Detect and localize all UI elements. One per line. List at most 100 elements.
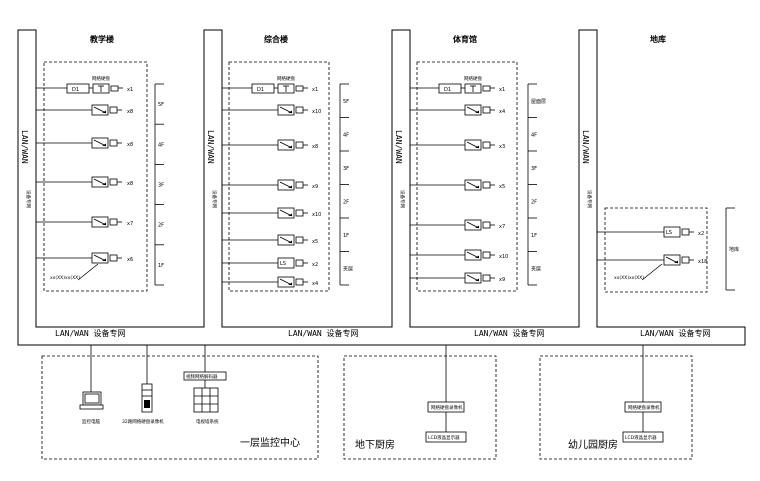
floor-label: 2F xyxy=(158,223,164,229)
camera-row: LS x2 xyxy=(597,226,704,238)
camera-tag: LS xyxy=(666,230,672,236)
floor-enclosure xyxy=(43,61,148,292)
floor-label: 3F xyxy=(531,166,537,172)
camera-icon xyxy=(277,139,308,151)
camera-top xyxy=(92,83,123,94)
camera-row: x5 xyxy=(410,179,505,191)
camera-count: x9 xyxy=(312,184,318,190)
lan-wan-frame xyxy=(17,29,746,346)
floor-label: 1F xyxy=(343,233,349,239)
camera-row: x8 xyxy=(222,139,318,151)
disk-label: 网络硬盘 xyxy=(277,75,295,82)
camera-icon xyxy=(464,179,495,191)
camera-count: x2 xyxy=(698,231,704,237)
camera-count: x7 xyxy=(127,221,133,227)
camera-icon xyxy=(91,252,122,264)
lan-label: LAN/WAN xyxy=(206,130,215,164)
floor-label: 4F xyxy=(531,132,537,138)
disk-label: 网络硬盘 xyxy=(464,75,482,82)
camera-count: x1 xyxy=(499,87,505,93)
disk-tag: D1 xyxy=(72,87,79,93)
lan-label: LAN/WAN xyxy=(581,130,590,164)
backbone-label-3: LAN/WAN 设备专网 xyxy=(474,328,545,338)
camera-row: x5 xyxy=(222,234,318,246)
lan-sub-label: 设备专网 xyxy=(211,190,218,208)
recorder-label: 网络硬盘录像机 xyxy=(628,404,660,411)
camera-row: x9 xyxy=(410,272,505,284)
camera-icon xyxy=(464,272,495,284)
camera-count: x18 xyxy=(698,259,707,265)
room-name: 一层监控中心 xyxy=(240,436,300,449)
floor-label: 3F xyxy=(343,166,349,172)
room-enclosure xyxy=(539,355,693,460)
camera-icon xyxy=(464,249,495,261)
building-title: 教学楼 xyxy=(89,34,114,44)
recorder-icon xyxy=(141,383,153,413)
camera-row: x8 xyxy=(36,137,133,149)
camera-icon xyxy=(464,219,495,231)
disk-d1 xyxy=(438,83,462,94)
backbone-label-4: LAN/WAN 设备专网 xyxy=(640,328,711,338)
floor-label: 地库 xyxy=(729,246,739,253)
lan-sub-label: 设备专网 xyxy=(399,190,406,208)
bottom-label: xx(XX)xx(XX) xyxy=(614,275,644,281)
camera-row: x4 xyxy=(410,104,505,116)
camera-top xyxy=(277,83,308,94)
equipment-label-pc: 监控电脑 xyxy=(82,418,100,425)
equipment-label-wall: 电视墙系统 xyxy=(196,418,219,425)
camera-icon xyxy=(277,179,308,191)
camera-count: x8 xyxy=(312,144,318,150)
camera-count: x10 xyxy=(499,254,508,260)
disk-tag: D1 xyxy=(444,87,451,93)
disk-d1 xyxy=(66,83,90,94)
camera-count: x1 xyxy=(127,87,133,93)
building-garage: 地库 LAN/WAN 设备专网 LS x2 x18 地库 xx(XX)xx(XX) xyxy=(581,34,739,293)
backbone: LAN/WAN 设备专网 LAN/WAN 设备专网 LAN/WAN 设备专网 L… xyxy=(17,29,746,346)
camera-icon xyxy=(663,254,694,266)
camera-row: x7 xyxy=(36,216,133,228)
camera-icon xyxy=(277,234,308,246)
camera-icon xyxy=(277,276,308,288)
camera-row: x8 xyxy=(36,176,133,188)
floor-enclosure xyxy=(416,61,518,292)
building-title: 地库 xyxy=(650,34,666,44)
camera-top xyxy=(464,83,495,94)
floor-label: 5F xyxy=(158,102,164,108)
building-gym: 体育馆 LAN/WAN 设备专网 D1 网络硬盘 x1 x4x3x5x7x10x… xyxy=(394,34,546,292)
floor-label: 夹层 xyxy=(531,265,541,272)
camera-count: x1 xyxy=(312,87,318,93)
recorder-label: 网络硬盘录像机 xyxy=(431,404,463,411)
floor-label: 夹层 xyxy=(343,265,353,272)
camera-row: x3 xyxy=(410,139,505,151)
disk-tag: D1 xyxy=(257,87,264,93)
floor-bracket: 地库 xyxy=(725,207,739,291)
disk-d1 xyxy=(251,83,275,94)
camera-row: x4 xyxy=(222,276,318,288)
camera-row: x10 xyxy=(222,104,321,116)
disk-label: 网络硬盘 xyxy=(92,75,110,82)
camera-count: x4 xyxy=(312,281,318,287)
camera-icon: LS xyxy=(277,257,308,269)
lan-sub-label: 设备专网 xyxy=(586,190,593,208)
camera-icon xyxy=(91,104,122,116)
room-name: 地下厨房 xyxy=(355,438,395,451)
camera-count: x5 xyxy=(312,239,318,245)
room-control: 监控电脑 32路网络硬盘录像机 视频网络解码器 电视墙系统 一层监控中心 xyxy=(41,345,319,460)
camera-count: x6 xyxy=(127,257,133,263)
backbone-label-2: LAN/WAN 设备专网 xyxy=(288,328,359,338)
camera-icon xyxy=(91,216,122,228)
floor-label: 屋面层 xyxy=(531,99,546,105)
camera-count: x10 xyxy=(312,109,321,115)
building-title: 综合楼 xyxy=(264,34,288,44)
camera-row: x6 xyxy=(36,252,133,264)
camera-list: LS x2 x18 xyxy=(597,226,707,266)
floor-enclosure xyxy=(604,207,708,293)
camera-icon xyxy=(464,139,495,151)
camera-count: x5 xyxy=(499,184,505,190)
